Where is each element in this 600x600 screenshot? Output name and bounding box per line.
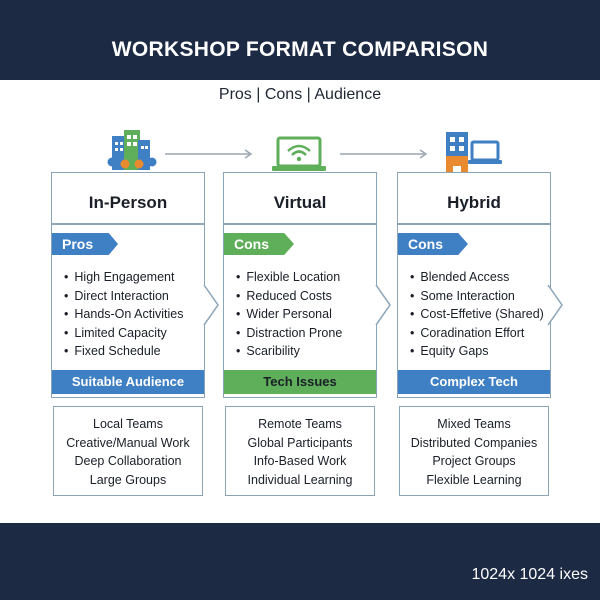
pros-tag: Pros	[52, 233, 118, 255]
list-item: Info-Based Work	[253, 454, 347, 469]
audience-box-in-person: Local Teams Creative/Manual Work Deep Co…	[53, 406, 203, 496]
cons-tag: Cons	[224, 233, 294, 255]
connector-arrow	[340, 149, 428, 159]
cons-tag: Cons	[398, 233, 468, 255]
laptop-wifi-icon	[272, 136, 326, 171]
audience-box-hybrid: Mixed Teams Distributed Companies Projec…	[399, 406, 549, 496]
list-item: Remote Teams	[258, 417, 342, 431]
item-list: Flexible Location Reduced Costs Wider Pe…	[236, 268, 342, 361]
list-item: Local Teams	[93, 417, 163, 431]
list-item: Project Groups	[432, 454, 516, 469]
list-item: Cost-Effetive (Shared)	[410, 305, 543, 324]
list-item: Hands-On Activities	[64, 305, 183, 324]
chevron-right-icon	[547, 285, 563, 325]
divider	[224, 223, 376, 225]
list-item: Coradination Effort	[410, 324, 544, 343]
list-item: Distraction Prone	[236, 324, 342, 343]
list-item: Wider Personal	[236, 305, 342, 324]
divider	[52, 223, 204, 225]
list-item: Fixed Schedule	[64, 342, 183, 361]
section-bar: Tech Issues	[224, 370, 376, 394]
list-item: Deep Collaboration	[74, 454, 182, 469]
building-laptop-icon	[446, 132, 502, 178]
card-in-person: In-Person Pros High Engagement Direct In…	[51, 172, 205, 398]
card-hybrid: Hybrid Cons Blended Access Some Interact…	[397, 172, 551, 398]
card-title: In-Person	[88, 193, 168, 212]
card-title: Virtual	[273, 193, 327, 212]
chevron-right-icon	[203, 285, 219, 325]
list-item: Limited Capacity	[64, 324, 183, 343]
list-item: Flexible Location	[236, 268, 342, 287]
list-item: Large Groups	[89, 472, 167, 487]
list-item: Creative/Manual Work	[66, 435, 190, 450]
list-item: Mixed Teams	[437, 417, 511, 431]
list-item: Direct Interaction	[64, 287, 183, 306]
footer-band	[0, 523, 600, 600]
audience-box-virtual: Remote Teams Global Participants Info-Ba…	[225, 406, 375, 496]
header-band	[0, 0, 600, 80]
list-item: Scaribility	[236, 342, 342, 361]
card-virtual: Virtual Cons Flexible Location Reduced C…	[223, 172, 377, 398]
section-bar: Complex Tech	[398, 370, 550, 394]
list-item: Flexible Learning	[426, 472, 522, 487]
list-item: Global Participants	[247, 435, 353, 450]
list-item: Some Interaction	[410, 287, 544, 306]
list-item: Distributed Companies	[410, 435, 538, 450]
page-subtitle: Pros | Cons | Audience	[218, 86, 382, 103]
connector-arrow	[165, 149, 253, 159]
chevron-right-icon	[375, 285, 391, 325]
list-item: High Engagement	[64, 268, 183, 287]
page-title: WORKSHOP FORMAT COMPARISON	[111, 38, 489, 61]
item-list: Blended Access Some Interaction Cost-Eff…	[410, 268, 544, 361]
footer-caption: 1024x 1024 ixes	[471, 566, 588, 583]
list-item: Individual Learning	[247, 472, 353, 487]
divider	[398, 223, 550, 225]
item-list: High Engagement Direct Interaction Hands…	[64, 268, 183, 361]
section-bar: Suitable Audience	[52, 370, 204, 394]
list-item: Equity Gaps	[410, 342, 544, 361]
card-title: Hybrid	[447, 193, 501, 212]
list-item: Blended Access	[410, 268, 544, 287]
list-item: Reduced Costs	[236, 287, 342, 306]
